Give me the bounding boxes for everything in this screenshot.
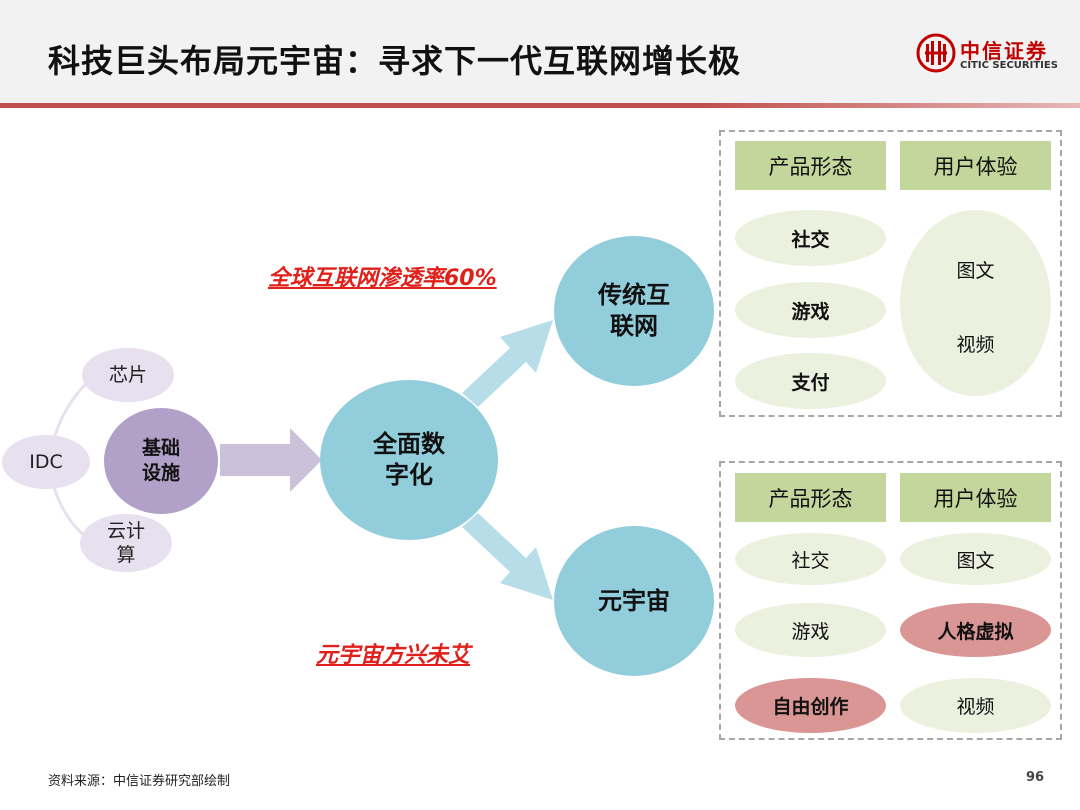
- logo-english-text: CITIC SECURITIES: [960, 60, 1058, 71]
- header-bar: [0, 0, 1080, 103]
- source-note: 资料来源：中信证券研究部绘制: [48, 774, 231, 789]
- top-product-payment: 支付: [735, 353, 886, 409]
- citic-logo: 中信证券 CITIC SECURITIES: [916, 33, 1066, 79]
- bottom-product-free-creation: 自由创作: [735, 678, 886, 733]
- node-metaverse: 元宇宙: [554, 526, 714, 676]
- top-product-social: 社交: [735, 210, 886, 266]
- bottom-experience-virtual-persona: 人格虚拟: [900, 603, 1051, 657]
- citic-emblem-icon: [916, 33, 956, 73]
- node-traditional-internet: 传统互 联网: [554, 236, 714, 386]
- header-divider: [0, 103, 1080, 108]
- arrow-infra-to-digital: [220, 428, 322, 492]
- traditional-internet-panel: [719, 130, 1062, 417]
- top-experience-header: 用户体验: [900, 141, 1051, 190]
- logo-chinese-text: 中信证券: [960, 39, 1048, 63]
- node-cloud-computing: 云计 算: [80, 514, 172, 572]
- bottom-experience-graphic-text: 图文: [900, 533, 1051, 585]
- top-product-game: 游戏: [735, 282, 886, 338]
- arrow-digital-to-traditional: [462, 320, 553, 407]
- top-experience-graphic-text: 图文: [956, 260, 995, 282]
- bottom-product-header: 产品形态: [735, 473, 886, 522]
- top-product-header: 产品形态: [735, 141, 886, 190]
- node-chip: 芯片: [82, 348, 174, 402]
- node-idc: IDC: [2, 435, 90, 489]
- node-infrastructure: 基础 设施: [104, 408, 218, 514]
- page-number: 96: [1026, 770, 1045, 785]
- top-experience-group: 图文 视频: [900, 210, 1051, 396]
- bottom-product-game: 游戏: [735, 603, 886, 657]
- metaverse-panel: [719, 461, 1062, 740]
- arrow-digital-to-metaverse: [462, 513, 553, 600]
- slogan-metaverse-emerging: 元宇宙方兴未艾: [316, 643, 471, 668]
- top-experience-video: 视频: [956, 334, 995, 356]
- slogan-internet-penetration: 全球互联网渗透率60%: [268, 266, 497, 291]
- bottom-product-social: 社交: [735, 533, 886, 585]
- node-full-digitalization: 全面数 字化: [320, 380, 498, 540]
- bottom-experience-video: 视频: [900, 678, 1051, 733]
- bottom-experience-header: 用户体验: [900, 473, 1051, 522]
- page-title: 科技巨头布局元宇宙：寻求下一代互联网增长极: [48, 42, 742, 80]
